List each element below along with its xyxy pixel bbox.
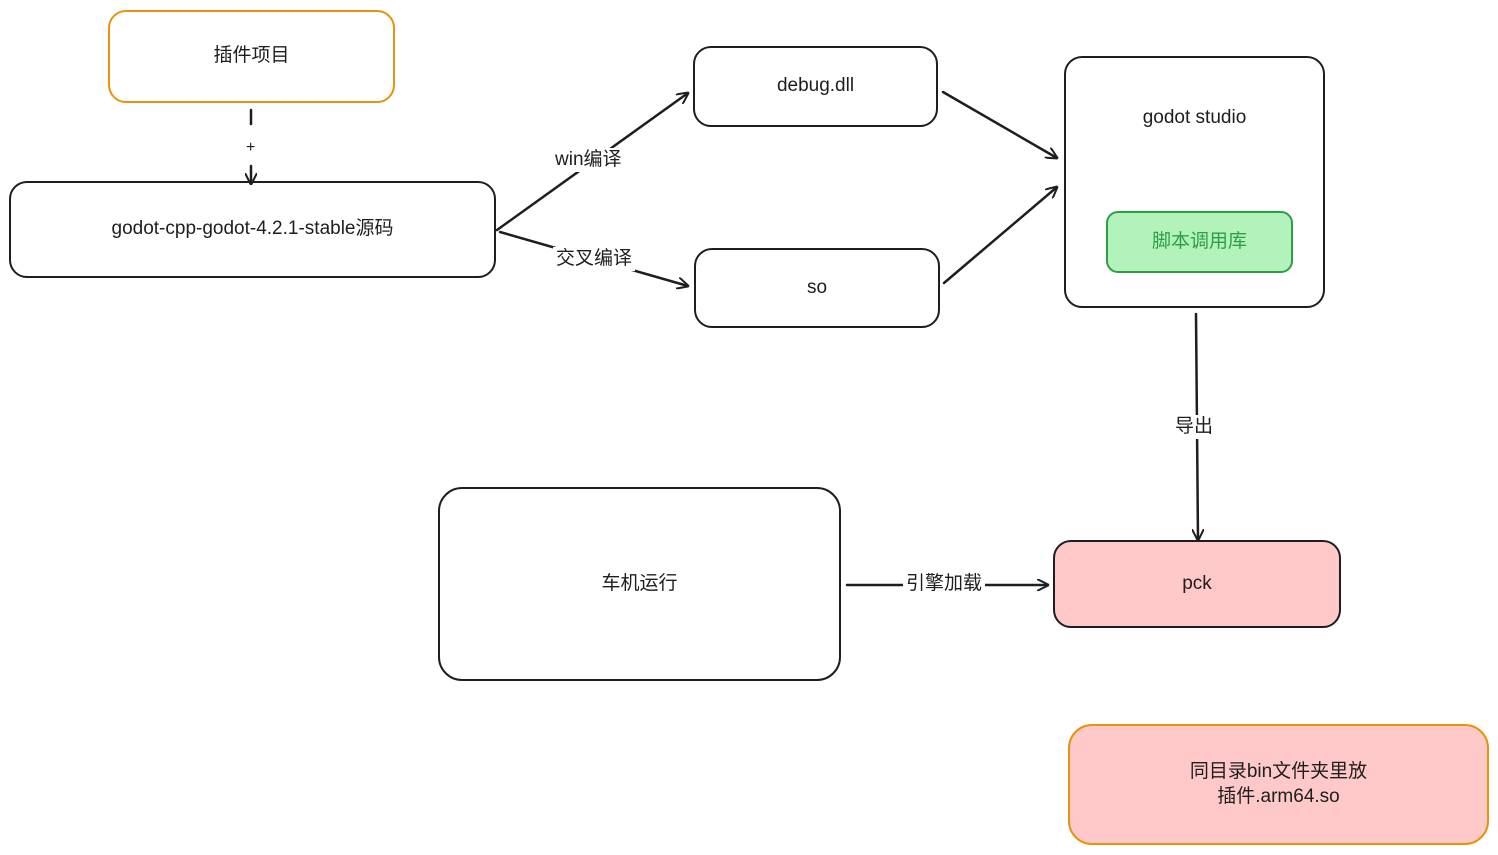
node-plugin-project: 插件项目	[108, 10, 395, 103]
edge-label-plus: +	[243, 136, 259, 160]
node-debug-dll: debug.dll	[693, 46, 938, 127]
node-car-run-label: 车机运行	[601, 572, 678, 594]
node-pck: pck	[1053, 540, 1341, 628]
node-note-label: 同目录bin文件夹里放 插件.arm64.so	[1189, 760, 1368, 807]
edge-label-export: 导出	[1172, 415, 1217, 439]
edge-so-to-studio	[942, 187, 1057, 285]
edge-label-engine-load: 引擎加载	[903, 572, 986, 596]
node-so-label: so	[806, 276, 828, 298]
node-debug-dll-label: debug.dll	[776, 75, 855, 97]
edge-dll-to-studio	[941, 90, 1057, 158]
node-car-run: 车机运行	[438, 487, 841, 681]
node-script-lib-label: 脚本调用库	[1151, 230, 1247, 252]
edge-label-win-compile: win编译	[552, 148, 625, 172]
node-godot-cpp-source: godot-cpp-godot-4.2.1-stable源码	[9, 181, 496, 278]
edge-label-cross-compile: 交叉编译	[553, 247, 636, 271]
node-godot-cpp-source-label: godot-cpp-godot-4.2.1-stable源码	[111, 218, 394, 240]
node-script-lib: 脚本调用库	[1106, 211, 1293, 273]
node-plugin-project-label: 插件项目	[213, 45, 290, 67]
node-godot-studio: godot studio	[1064, 56, 1325, 308]
node-so: so	[694, 248, 940, 328]
node-godot-studio-label: godot studio	[1142, 107, 1247, 128]
node-pck-label: pck	[1182, 572, 1212, 594]
node-note: 同目录bin文件夹里放 插件.arm64.so	[1068, 724, 1489, 845]
